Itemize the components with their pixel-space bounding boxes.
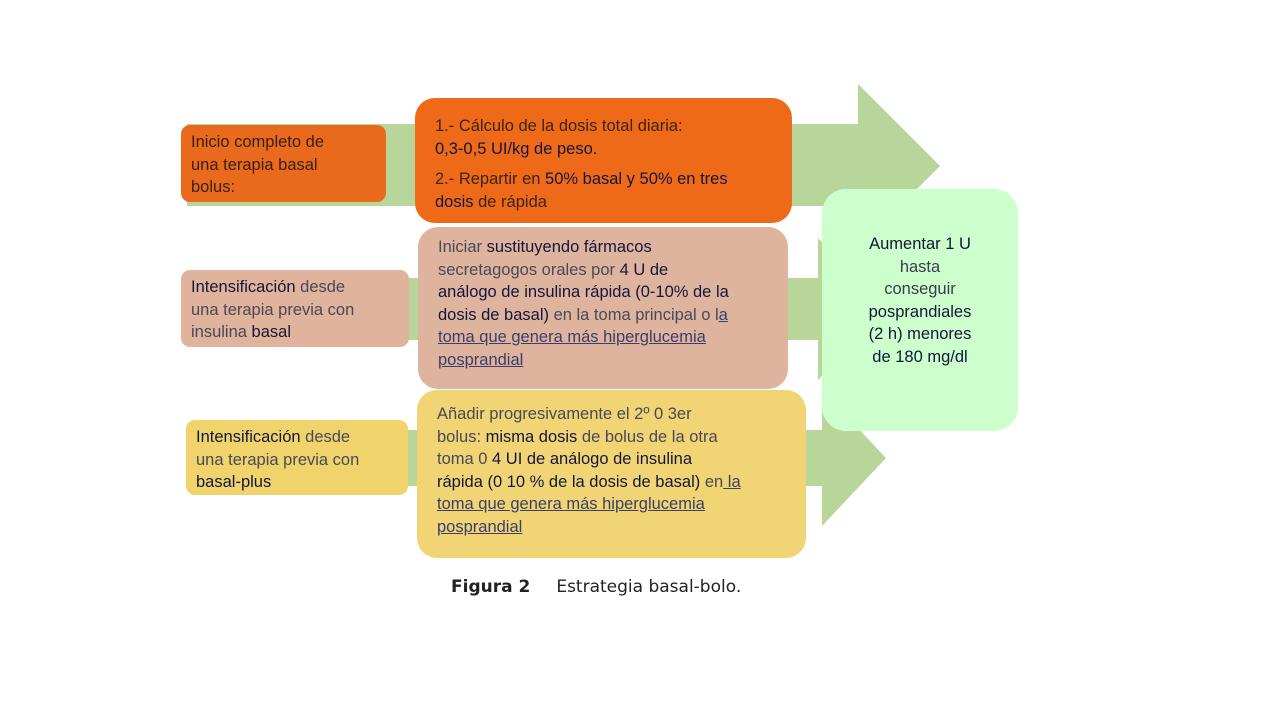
row-2-line-4-a: dosis de basal) [438,305,549,324]
row-3-line-1: Añadir progresivamente el 2º 0 3er [437,405,692,423]
row-2-line-2-a: secretagogos orales por [438,260,620,279]
row-1-step-2-line-2: dosis de rápida [435,191,772,214]
row-1-label: Inicio completo de una terapia basal bol… [181,125,386,202]
row-3-line-4-c: la [723,472,741,491]
row-2-line-4: dosis de basal) en la toma principal o l… [438,304,768,327]
row-3-line-5-text: toma que genera más hiperglucemia [437,495,705,513]
row-3-line-4-a: rápida (0 10 % de la dosis de basal) [437,472,701,491]
row-2-label-line-2: una terapia previa con [191,300,355,319]
row-3-line-3-a: toma 0 [437,450,493,468]
row-2-line-2: secretagogos orales por 4 U de [438,259,768,282]
row-3-line-5: toma que genera más hiperglucemia [437,493,786,516]
row-3-label: Intensificación desde una terapia previa… [186,420,408,495]
row-1-doses-word: dosis [435,192,474,211]
row-2-line-3: análogo de insulina rápida (0-10% de la [438,281,768,304]
row-3-label-line-2: una terapia previa con [196,450,360,469]
row-1-label-line-1: Inicio completo de [191,133,324,151]
row-1-content: 1.- Cálculo de la dosis total diaria: 0,… [415,98,792,223]
row-3-line-4-b: en [700,472,724,491]
row-3-line-2-a: bolus: [437,427,486,446]
row-3-label-bold: Intensificación [196,428,301,446]
row-2-label-insulin: insulina [191,323,252,341]
row-3-line-3-b: 4 UI de análogo de insulina [492,450,693,468]
row-3-line-2-b: misma dosis [485,427,578,446]
row-3-label-basal-plus: basal-plus [196,473,272,491]
row-2-label-basal: basal [251,323,291,341]
row-2-line-4-c: a [718,305,728,324]
row-2-label-line-1: Intensificación desde [191,276,399,299]
row-1-step-1-dose: 0,3-0,5 UI/kg de peso. [435,138,772,161]
row-2-line-6: posprandial [438,349,768,372]
result-line-1: Aumentar 1 U [869,235,971,253]
row-2-line-2-b: 4 U de [619,260,669,279]
result-box: Aumentar 1 U hasta conseguir posprandial… [822,189,1018,431]
row-2-label-bold: Intensificación [191,278,296,296]
result-line-5: (2 h) menores [868,325,972,343]
row-1-step-2-text: 2.- Repartir en [435,170,546,188]
row-3-line-6: posprandial [437,516,786,539]
result-line-2: hasta [899,257,941,276]
row-3-label-line-3: basal-plus [196,471,398,494]
row-2-line-1: Iniciar sustituyendo fármacos [438,236,768,259]
row-2-line-5: toma que genera más hiperglucemia [438,326,768,349]
row-2-label: Intensificación desde una terapia previa… [181,270,409,347]
row-1-step-1: 1.- Cálculo de la dosis total diaria: [435,115,772,138]
row-2-label-rest: desde [295,278,346,296]
row-3-label-line-1: Intensificación desde [196,426,398,449]
row-2-line-6-text: posprandial [438,350,524,369]
row-1-dose-text: 0,3-0,5 UI/kg de peso. [435,139,598,158]
row-1-step-1-text: 1.- Cálculo de la dosis total diaria: [435,117,683,135]
row-2-line-1-b: sustituyendo fármacos [486,238,652,256]
row-2-line-5-text: toma que genera más hiperglucemia [438,328,706,346]
row-3-label-rest: desde [300,428,351,446]
row-2-line-3-text: análogo de insulina rápida (0-10% de la [438,283,729,301]
figure-caption: Figura 2 Estrategia basal-bolo. [451,577,741,597]
row-2-label-line-3: insulina basal [191,321,399,344]
row-1-label-line-2: una terapia basal [191,155,318,174]
row-1-split-text: 50% basal y 50% en tres [545,170,728,188]
row-2-content: Iniciar sustituyendo fármacos secretagog… [418,227,788,389]
row-2-line-4-b: en la toma principal o l [548,305,719,324]
row-3-line-4: rápida (0 10 % de la dosis de basal) en … [437,471,786,494]
figure-title: Estrategia basal-bolo. [556,577,742,597]
result-line-4: posprandiales [868,302,972,321]
row-2-line-1-a: Iniciar [438,238,487,256]
result-line-6: de 180 mg/dl [872,347,968,366]
figure-number: Figura 2 [451,577,531,597]
row-3-line-2: bolus: misma dosis de bolus de la otra [437,426,786,449]
row-1-step-2: 2.- Repartir en 50% basal y 50% en tres [435,168,772,191]
row-3-content: Añadir progresivamente el 2º 0 3er bolus… [417,390,806,558]
result-line-3: conseguir [884,280,956,298]
row-3-line-6-text: posprandial [437,517,523,536]
row-3-line-2-c: de bolus de la otra [577,427,718,446]
row-3-line-3: toma 0 4 UI de análogo de insulina [437,448,786,471]
row-1-label-line-3: bolus: [191,178,236,196]
row-1-rapid-text: de rápida [473,192,547,211]
